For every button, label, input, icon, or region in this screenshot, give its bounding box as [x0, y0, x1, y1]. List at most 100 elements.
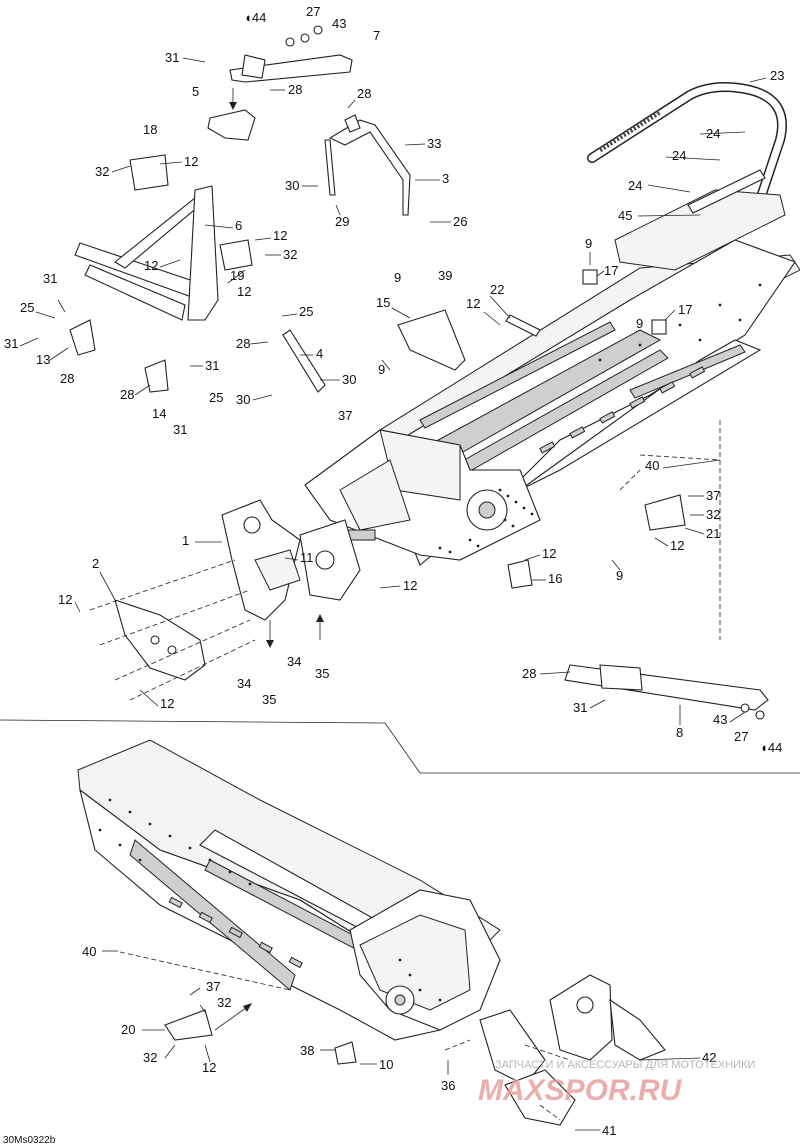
bracket-38: [334, 1041, 357, 1065]
watermark-logo: MAXSPOR.RU: [478, 1074, 683, 1107]
callout-12-c: 12: [273, 228, 287, 243]
callout-30-c: 30: [236, 392, 250, 407]
callout-10: 10: [379, 1057, 393, 1072]
callout-24-b: 24: [672, 148, 686, 163]
bracket-22: [505, 314, 541, 337]
callout-35-a: 35: [315, 666, 329, 681]
callout-31-f: 31: [573, 700, 587, 715]
callout-27-top: 27: [306, 4, 320, 19]
callout-21: 21: [706, 526, 720, 541]
callout-5: 5: [192, 84, 199, 99]
bracket-42-right: [609, 998, 666, 1061]
callout-45: 45: [618, 208, 632, 223]
callout-40-b: 40: [82, 944, 96, 959]
callout-29: 29: [335, 214, 349, 229]
callout-13: 13: [36, 352, 50, 367]
callout-16: 16: [548, 571, 562, 586]
lower-leader-lines: [102, 950, 701, 1131]
callout-36: 36: [441, 1078, 455, 1093]
callout-17-b: 17: [678, 302, 692, 317]
callout-7: 7: [373, 28, 380, 43]
upper-leader-lines: [19, 57, 767, 725]
callout-20: 20: [121, 1022, 135, 1037]
callout-17-a: 17: [604, 263, 618, 278]
bracket-4: [282, 329, 326, 393]
callout-34-a: 34: [287, 654, 301, 669]
callout-22: 22: [490, 282, 504, 297]
callout-35-b: 35: [262, 692, 276, 707]
bracket-15: [397, 309, 466, 371]
front-suspension-bracket-11: [299, 519, 361, 601]
callout-12-e: 12: [466, 296, 480, 311]
callout-12-k: 12: [202, 1060, 216, 1075]
front-a-frame: [74, 154, 253, 321]
tunnel-assembly-upper: [304, 239, 800, 566]
callout-27-bottom: 27: [734, 729, 748, 744]
callout-37-b: 37: [706, 488, 720, 503]
callout-37-c: 37: [206, 979, 220, 994]
callout-32-c: 32: [706, 507, 720, 522]
callout-44-top: ◖44: [244, 10, 266, 25]
callout-28-e: 28: [120, 387, 134, 402]
callout-43-top: 43: [332, 16, 346, 31]
callout-9-b: 9: [394, 270, 401, 285]
callout-33: 33: [427, 136, 441, 151]
rear-plate: [614, 189, 786, 271]
rear-grab-handle: [587, 81, 787, 205]
bracket-14: [144, 359, 169, 393]
callout-31-d: 31: [205, 358, 219, 373]
bracket-13: [69, 319, 96, 356]
lower-callout-labels: 40 37 32 20 32 12 38 10 36 42 41: [82, 944, 716, 1138]
callout-25-c: 25: [209, 390, 223, 405]
callout-41: 41: [602, 1123, 616, 1138]
callout-24-c: 24: [628, 178, 642, 193]
bracket-17-lower: [651, 319, 667, 335]
callout-4: 4: [316, 346, 323, 361]
callout-12-b: 12: [144, 258, 158, 273]
callout-31-c: 31: [4, 336, 18, 351]
front-suspension-bracket-1: [221, 499, 301, 621]
callout-9-d: 9: [378, 362, 385, 377]
callout-8: 8: [676, 725, 683, 740]
callout-12-d: 12: [237, 284, 251, 299]
callout-2: 2: [92, 556, 99, 571]
callout-25-b: 25: [299, 304, 313, 319]
callout-32-e: 32: [143, 1050, 157, 1065]
callout-28-f: 28: [522, 666, 536, 681]
callout-9-e: 9: [616, 568, 623, 583]
callout-3: 3: [442, 171, 449, 186]
callout-12-j: 12: [160, 696, 174, 711]
callout-25-a: 25: [20, 300, 34, 315]
callout-6: 6: [235, 218, 242, 233]
callout-34-b: 34: [237, 676, 251, 691]
callout-12-h: 12: [403, 578, 417, 593]
callout-38: 38: [300, 1043, 314, 1058]
bracket-41: [504, 1069, 576, 1126]
callout-28-d: 28: [236, 336, 250, 351]
callout-9-c: 9: [636, 316, 643, 331]
bracket-21: [644, 494, 686, 531]
figure-reference-code: 30Ms0322b: [3, 1135, 56, 1146]
callout-15: 15: [376, 295, 390, 310]
bracket-16: [507, 559, 533, 589]
callout-9-a: 9: [585, 236, 592, 251]
callout-37-a: 37: [338, 408, 352, 423]
callout-31-b: 31: [43, 271, 57, 286]
callout-32-b: 32: [283, 247, 297, 262]
callout-39: 39: [438, 268, 452, 283]
callout-31-a: 31: [165, 50, 179, 65]
callout-32-d: 32: [217, 995, 231, 1010]
callout-23: 23: [770, 68, 784, 83]
tunnel-assembly-lower: [77, 739, 501, 1041]
callout-32-a: 32: [95, 164, 109, 179]
callout-14: 14: [152, 406, 166, 421]
callout-43-bottom: 43: [713, 712, 727, 727]
upper-callout-labels: ◖44 27 43 7 31 28 5 28 33 3 30 29 26 18 …: [4, 4, 784, 755]
callout-12-g: 12: [542, 546, 556, 561]
callout-12-i: 12: [58, 592, 72, 607]
bracket-5: [207, 109, 256, 141]
callout-1: 1: [182, 533, 189, 548]
callout-18: 18: [143, 122, 157, 137]
rear-cross-bar: [687, 169, 766, 214]
callout-44-bottom: ◖44: [760, 740, 782, 755]
